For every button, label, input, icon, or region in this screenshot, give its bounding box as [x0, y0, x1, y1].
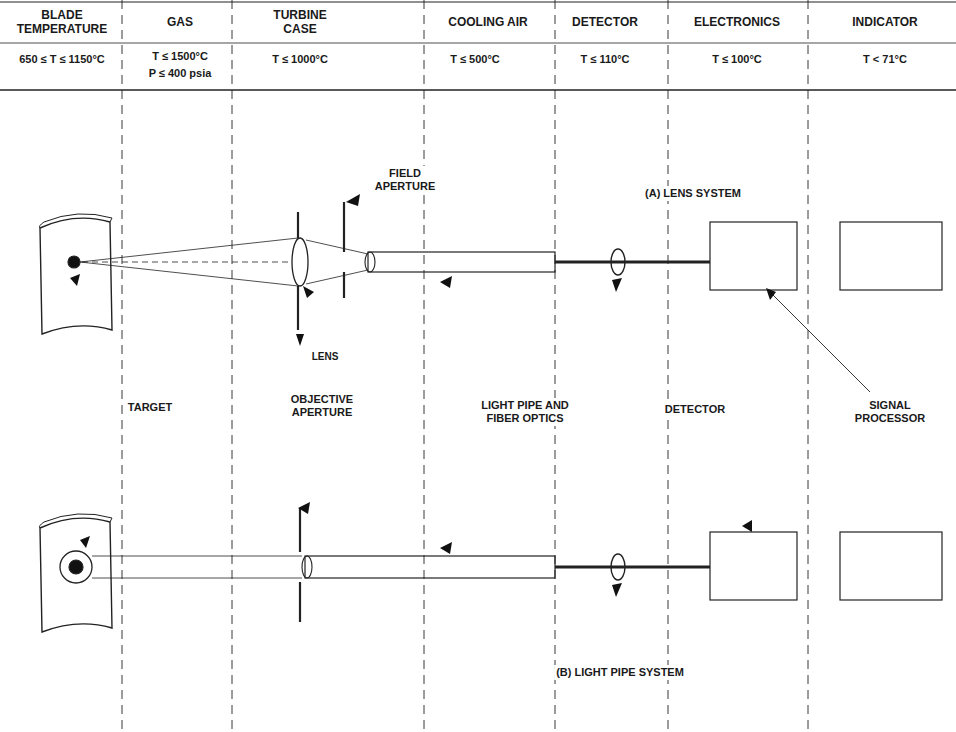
part-label: LENS [310, 350, 341, 364]
temperature-limit: T ≤ 100°C [710, 52, 764, 67]
temperature-limit: T ≤ 500°C [448, 52, 502, 67]
part-label: OBJECTIVE APERTURE [275, 392, 369, 420]
column-heading: BLADE TEMPERATURE [8, 7, 116, 38]
column-heading: TURBINE CASE [258, 7, 342, 38]
column-heading: DETECTOR [570, 14, 640, 30]
system-label: (A) LENS SYSTEM [643, 186, 743, 201]
temperature-limit: T < 71°C [861, 52, 909, 67]
temperature-limit: T ≤ 1000°C [270, 52, 330, 67]
column-heading: ELECTRONICS [692, 14, 782, 30]
column-heading: COOLING AIR [446, 14, 530, 30]
temperature-limit: 650 ≤ T ≤ 1150°C [17, 52, 107, 67]
part-label: TARGET [126, 400, 174, 415]
system-label: (B) LIGHT PIPE SYSTEM [554, 665, 686, 680]
column-heading: GAS [165, 14, 195, 30]
column-heading: INDICATOR [850, 14, 920, 30]
pressure-limit: P ≤ 400 psia [147, 66, 214, 81]
temperature-limit: T ≤ 1500°C [150, 49, 210, 64]
part-label: FIELD APERTURE [363, 166, 447, 194]
part-label: SIGNAL PROCESSOR [853, 398, 927, 426]
part-label: DETECTOR [663, 402, 727, 417]
part-label: LIGHT PIPE AND FIBER OPTICS [468, 398, 582, 426]
temperature-limit: T ≤ 110°C [579, 52, 632, 67]
